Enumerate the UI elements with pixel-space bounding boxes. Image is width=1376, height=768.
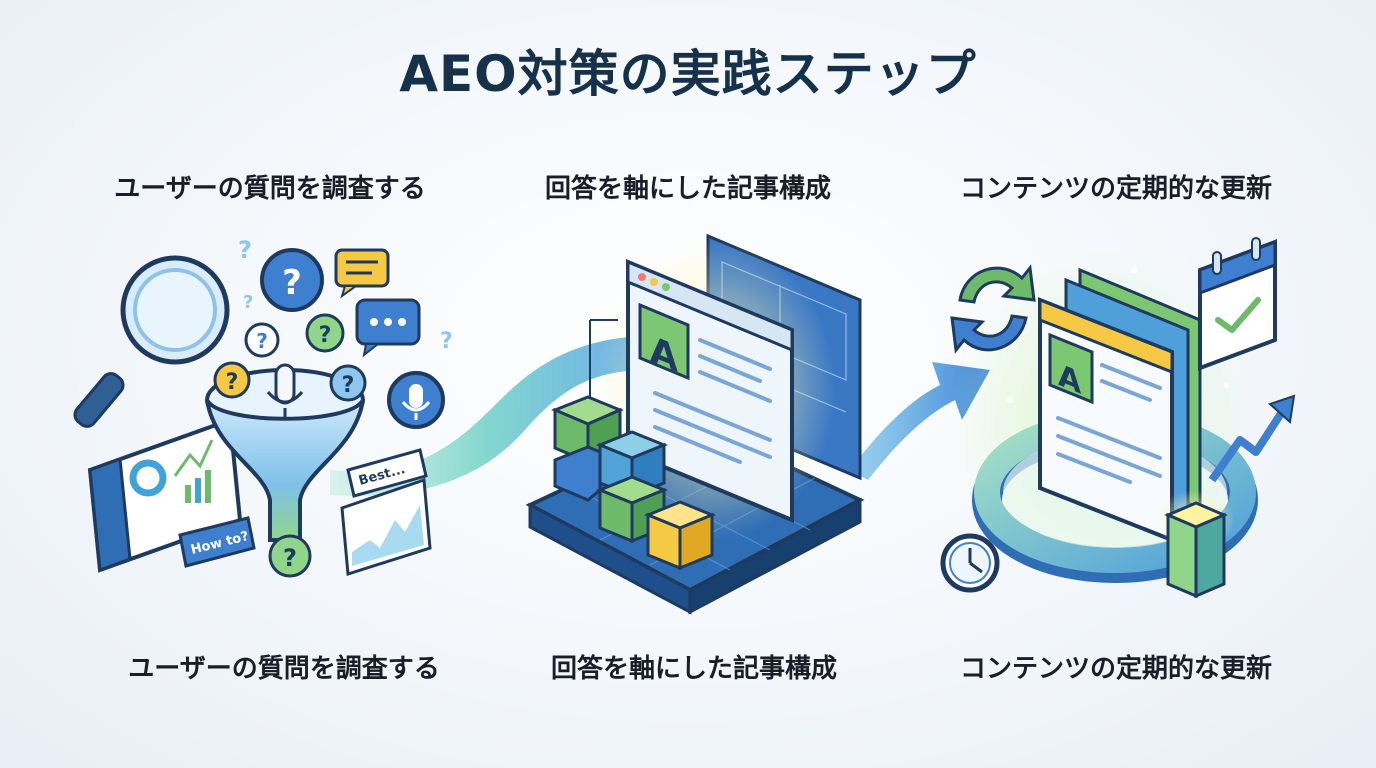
svg-text:?: ? [256,329,268,353]
question-bubble-icon: ? [244,322,280,358]
highlight-cube [1155,490,1235,599]
question-bubble-icon: ? [305,313,345,353]
how-to-bubble: How to? [178,516,256,568]
typing-bubble-icon [355,298,421,358]
clock-icon [940,533,1000,593]
question-bubble-icon: ? [329,364,367,402]
calendar-check-icon [1198,237,1277,371]
question-bubble-icon: ? [268,534,312,578]
line-chart-card [340,477,432,576]
content-blocks [551,395,716,571]
doc-letter-a-updated: A [1058,358,1081,402]
step-1-illustration: ? ? ? ? ? ? ? ? ? [73,236,453,578]
growth-arrow-icon [1208,394,1296,483]
magnifier-icon [73,255,230,428]
svg-text:?: ? [282,263,302,303]
step-2-illustration: A [525,233,865,615]
svg-text:?: ? [243,292,253,313]
svg-text:?: ? [238,236,252,264]
svg-text:?: ? [319,323,332,348]
document-stack: A [1038,267,1202,543]
page-title: AEO対策の実践ステップ [399,45,977,103]
svg-text:?: ? [440,329,453,354]
step-1-top-label: ユーザーの質問を調査する [114,174,426,204]
step-3-illustration: A [940,237,1296,599]
message-bubble-icon [334,248,390,299]
refresh-icon [950,264,1036,354]
best-search-bubble: Best... [346,448,428,498]
svg-text:?: ? [342,373,355,398]
microphone-icon [387,371,445,429]
step-2-top-label: 回答を軸にした記事構成 [544,174,831,204]
question-bubble-icon: ? [213,361,251,399]
question-bubble-icon: ? [260,248,324,312]
svg-text:?: ? [283,544,297,572]
step-3-bottom-label: コンテンツの定期的な更新 [959,654,1272,684]
flow-ribbon-1 [330,336,640,496]
step-3-top-label: コンテンツの定期的な更新 [959,174,1272,204]
step-2-bottom-label: 回答を軸にした記事構成 [550,654,837,684]
article-document: A [626,259,794,523]
svg-text:?: ? [226,370,239,395]
step-1-bottom-label: ユーザーの質問を調査する [128,654,440,684]
